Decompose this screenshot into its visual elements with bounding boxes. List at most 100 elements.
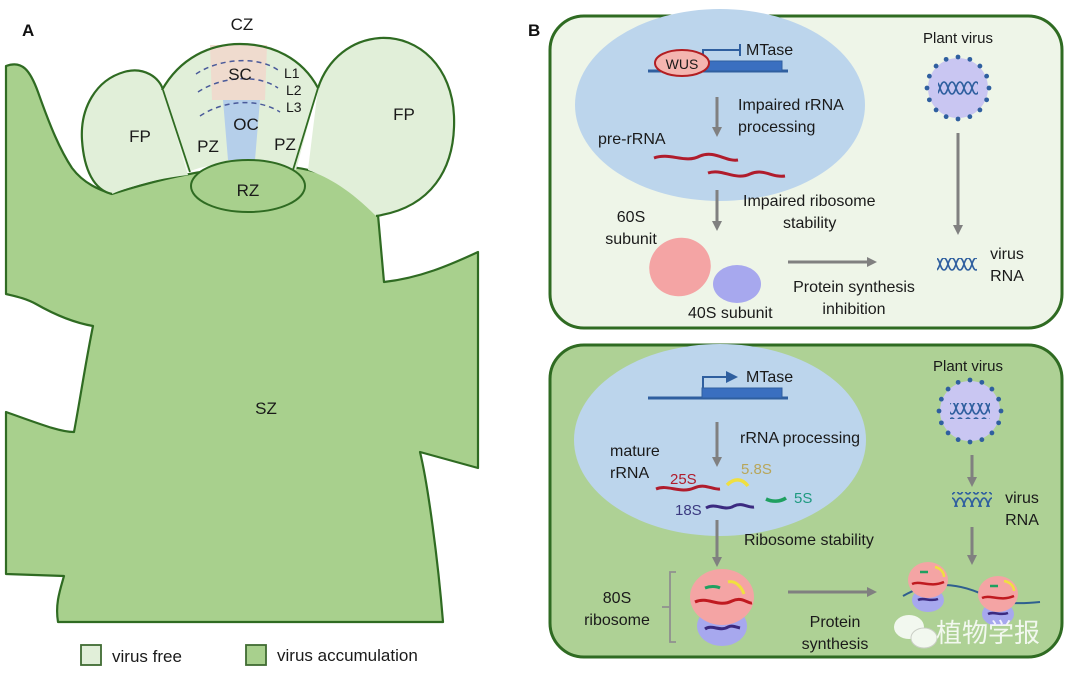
pre-rrna-strand-1 bbox=[653, 152, 739, 162]
top-virus-rna-line1: virus bbox=[990, 246, 1024, 263]
sz-body bbox=[4, 63, 480, 624]
bottom-virus-label: Plant virus bbox=[933, 358, 1003, 375]
subunit-60s bbox=[649, 237, 711, 297]
pz-right-border bbox=[292, 87, 319, 171]
layer-l1-line bbox=[195, 60, 279, 75]
top-mtase-label: MTase bbox=[746, 42, 793, 59]
top-virus-particle-icon bbox=[924, 54, 992, 122]
virus-capsid-dot bbox=[967, 377, 973, 383]
label-sz: SZ bbox=[255, 399, 277, 418]
wus-label: WUS bbox=[666, 56, 699, 72]
mature-label-line2: rRNA bbox=[610, 465, 649, 482]
virus-capsid-dot bbox=[955, 379, 961, 385]
sub60-label-line2: subunit bbox=[605, 231, 657, 248]
layer-l3-line bbox=[199, 102, 281, 117]
virus-capsid-dot bbox=[986, 85, 992, 91]
virus-rna-helix bbox=[950, 403, 990, 419]
pre-rrna-label: pre-rRNA bbox=[598, 131, 666, 148]
top-nucleus bbox=[575, 9, 865, 201]
cz-dome-outline bbox=[161, 42, 319, 91]
virus-capsid-dot bbox=[933, 63, 939, 69]
bottom-virus-rna-helix-icon bbox=[952, 492, 992, 507]
bottom-virus-rna-line2: RNA bbox=[1005, 512, 1039, 529]
sub40-label: 40S subunit bbox=[688, 305, 773, 322]
pre-rrna-strand-2 bbox=[707, 170, 786, 178]
top-virus-rna-helix-icon bbox=[937, 258, 977, 273]
virus-capsid-dot bbox=[984, 97, 990, 103]
virus-capsid-dot bbox=[933, 107, 939, 113]
virus-capsid-dot bbox=[984, 73, 990, 79]
label-fp-right: FP bbox=[393, 105, 415, 124]
virus-capsid-dot bbox=[967, 56, 973, 62]
mature-label-line1: mature bbox=[610, 443, 660, 460]
fp-right bbox=[308, 37, 455, 216]
subunit-40s bbox=[713, 265, 761, 303]
panel-b-top: WUS MTase Impaired rRNA processing pre-r… bbox=[548, 9, 1064, 330]
top-outcome-line1: Protein synthesis bbox=[793, 279, 915, 296]
rrna-18s-label: 18S bbox=[675, 502, 702, 519]
bottom-promoter-active-icon bbox=[702, 376, 727, 388]
bottom-nucleus bbox=[574, 344, 866, 536]
rrna-58s-label: 5.8S bbox=[741, 461, 772, 478]
top-outcome-line2: inhibition bbox=[822, 301, 885, 318]
bottom-virus-particle-icon bbox=[936, 377, 1004, 445]
bottom-mtase-gene-box bbox=[701, 387, 783, 399]
virus-capsid-dot bbox=[955, 116, 961, 122]
virus-capsid-dot bbox=[938, 396, 944, 402]
virus-capsid-dot bbox=[955, 54, 961, 60]
top-step1-line2: processing bbox=[738, 119, 815, 136]
panel-b: B WUS MTase Impaired rRNA processing pre… bbox=[528, 9, 1064, 659]
panel-a: A CZ SC OC PZ PZ RZ FP FP bbox=[4, 15, 480, 666]
bottom-promoter-arrowhead-icon bbox=[726, 371, 738, 383]
label-sc: SC bbox=[228, 65, 252, 84]
virus-capsid-dot bbox=[938, 420, 944, 426]
ribosome-bracket bbox=[662, 571, 676, 643]
bottom-mtase-label: MTase bbox=[746, 369, 793, 386]
label-l1: L1 bbox=[284, 65, 300, 81]
virus-capsid-dot bbox=[926, 97, 932, 103]
virus-capsid-dot bbox=[977, 107, 983, 113]
virus-capsid-dot bbox=[945, 386, 951, 392]
top-mtase-gene-box bbox=[701, 60, 783, 72]
label-rz: RZ bbox=[237, 181, 260, 200]
panel-b-letter: B bbox=[528, 21, 540, 40]
sub60-label-line1: 60S bbox=[617, 209, 645, 226]
bottom-virus-rna-line1: virus bbox=[1005, 490, 1039, 507]
label-pz-right: PZ bbox=[274, 135, 296, 154]
virus-capsid-dot bbox=[977, 63, 983, 69]
label-l2: L2 bbox=[286, 82, 302, 98]
virus-capsid-dot bbox=[924, 85, 930, 91]
bottom-step1-label: rRNA processing bbox=[740, 430, 860, 447]
virus-capsid-dot bbox=[945, 430, 951, 436]
virus-capsid-dot bbox=[996, 396, 1002, 402]
virus-capsid-dot bbox=[943, 56, 949, 62]
top-virus-rna-line2: RNA bbox=[990, 268, 1024, 285]
label-oc: OC bbox=[233, 115, 259, 134]
virus-capsid-dot bbox=[979, 437, 985, 443]
polysome-icon bbox=[902, 562, 1041, 626]
legend-label-virus-accumulation: virus accumulation bbox=[277, 646, 418, 665]
virus-capsid-dot bbox=[943, 114, 949, 120]
virus-capsid-dot bbox=[967, 114, 973, 120]
watermark-text: 植物学报 bbox=[936, 619, 1040, 649]
virus-capsid-dot bbox=[998, 408, 1004, 414]
fp-left bbox=[81, 70, 188, 194]
wus-protein bbox=[654, 49, 710, 77]
oc-region bbox=[223, 100, 260, 160]
fp-left-outline bbox=[80, 69, 165, 196]
label-pz-left: PZ bbox=[197, 137, 219, 156]
virus-capsid-dot bbox=[996, 420, 1002, 426]
virus-capsid-dot bbox=[967, 439, 973, 445]
virus-capsid-dot bbox=[936, 408, 942, 414]
rrna-25s-strand bbox=[655, 484, 721, 492]
bottom-step2-label: Ribosome stability bbox=[744, 532, 874, 549]
sc-region bbox=[210, 45, 267, 100]
virus-capsid-dot bbox=[989, 386, 995, 392]
wechat-bubble-icon-2 bbox=[910, 627, 938, 649]
virus-capsid-dot bbox=[926, 73, 932, 79]
virus-rna-helix bbox=[938, 80, 978, 96]
label-fp-left: FP bbox=[129, 127, 151, 146]
rrna-18s-strand bbox=[705, 503, 755, 510]
panel-b-bottom: MTase rRNA processing mature rRNA 25S 5.… bbox=[548, 343, 1064, 659]
